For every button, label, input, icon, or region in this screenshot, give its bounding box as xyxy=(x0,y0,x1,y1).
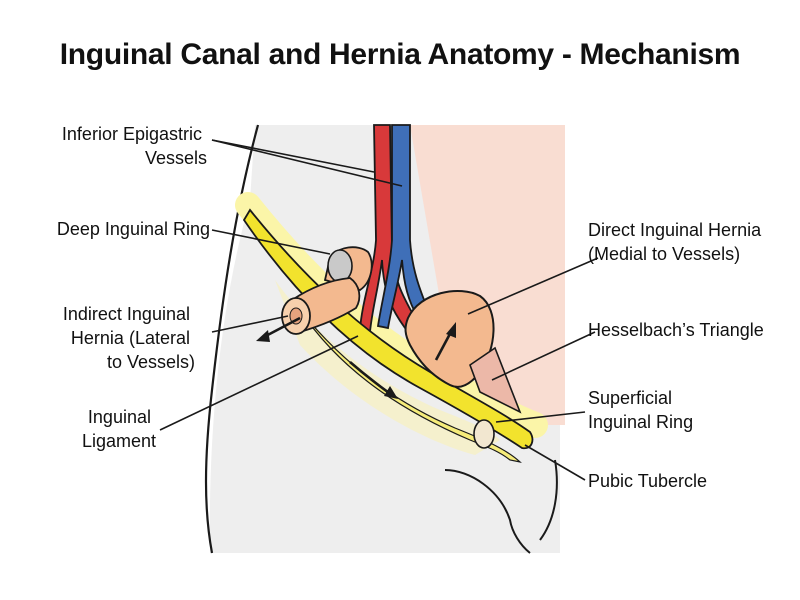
label-direct-hernia: Direct Inguinal Hernia (Medial to Vessel… xyxy=(588,220,766,264)
indirect-path-arrow xyxy=(256,316,301,342)
superficial-inguinal-ring xyxy=(473,419,495,449)
inguinal-ligament xyxy=(242,208,534,450)
diagram-title: Inguinal Canal and Hernia Anatomy - Mech… xyxy=(59,38,741,71)
label-superficial-ring: Superficial Inguinal Ring xyxy=(588,388,693,432)
indirect-hernia-sac xyxy=(281,277,361,335)
inferior-epigastric-vein xyxy=(376,124,430,330)
ligament-glow xyxy=(235,192,548,438)
medial-panel xyxy=(410,125,565,425)
hesselbach-triangle xyxy=(469,346,522,414)
leader-lines xyxy=(159,139,599,481)
label-pubic-tubercle: Pubic Tubercle xyxy=(588,471,707,491)
label-hesselbach: Hesselbach’s Triangle xyxy=(588,320,764,340)
label-inguinal-ligament: Inguinal Ligament xyxy=(82,407,156,451)
scrotal-contour-2 xyxy=(539,459,558,541)
direct-hernia-sac xyxy=(404,289,495,388)
label-indirect-hernia: Indirect Inguinal Hernia (Lateral to Ves… xyxy=(63,304,195,372)
label-deep-inguinal-ring: Deep Inguinal Ring xyxy=(57,219,210,239)
direct-path-arrow xyxy=(434,322,456,361)
scrotal-contour xyxy=(444,469,531,554)
inferior-epigastric-artery xyxy=(359,124,417,334)
label-inferior-epigastric: Inferior Epigastric Vessels xyxy=(62,124,207,168)
canal-path-arrow xyxy=(349,361,398,399)
